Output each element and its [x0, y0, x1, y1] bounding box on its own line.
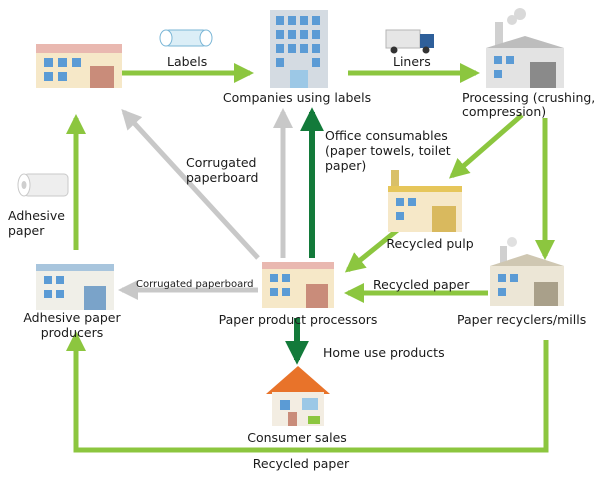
arrow-recycled-paper-loop	[66, 331, 549, 453]
flow-label-recycled-paper-mid: Recycled paper	[373, 277, 470, 292]
node-label-adhesive-producers-line1: Adhesive paper	[23, 310, 121, 325]
pulp-factory-icon	[388, 170, 462, 232]
flow-label-adhesive-line2: paper	[8, 223, 45, 238]
processing-plant-icon	[486, 8, 564, 88]
flow-label-recycled-paper-bottom: Recycled paper	[252, 456, 350, 471]
adhesive-producer-icon	[36, 264, 114, 310]
truck-icon	[385, 29, 434, 54]
recycler-mill-icon	[490, 237, 564, 306]
flow-label-office-line1: Office consumables	[325, 128, 448, 143]
flow-label-office-line2: (paper towels, toilet	[325, 143, 451, 158]
label-factory-icon	[36, 44, 122, 88]
paper-roll-icon	[17, 173, 69, 197]
label-roll-icon	[159, 29, 213, 47]
processor-factory-icon	[262, 262, 334, 308]
flow-label-home-use: Home use products	[323, 345, 445, 360]
flow-label-adhesive-line1: Adhesive	[8, 208, 65, 223]
node-label-processing-line1: Processing (crushing,	[462, 90, 596, 105]
flow-label-corrugated-line1: Corrugated	[186, 155, 257, 170]
node-label-adhesive-producers-line2: producers	[40, 325, 104, 340]
flow-label-corrugated-small: Corrugated paperboard	[136, 279, 254, 290]
node-label-processors: Paper product processors	[218, 312, 378, 327]
flow-label-office-line3: paper)	[325, 158, 367, 173]
arrow-processing-to-pulp	[448, 113, 524, 179]
arrow-pulp-to-processors	[344, 226, 402, 273]
node-label-recyclers: Paper recyclers/mills	[457, 312, 587, 327]
node-label-recycled-pulp: Recycled pulp	[386, 236, 474, 251]
flow-label-corrugated-line2: paperboard	[186, 170, 259, 185]
arrow-processors-to-top-left-factory	[121, 109, 260, 260]
office-building-icon	[270, 10, 328, 88]
flow-label-liners: Liners	[393, 54, 431, 69]
house-icon	[266, 366, 330, 426]
node-label-processing-line2: compression)	[462, 104, 547, 119]
node-label-companies: Companies using labels	[222, 90, 372, 105]
flow-label-labels: Labels	[167, 54, 208, 69]
node-label-consumer-sales: Consumer sales	[247, 430, 347, 445]
